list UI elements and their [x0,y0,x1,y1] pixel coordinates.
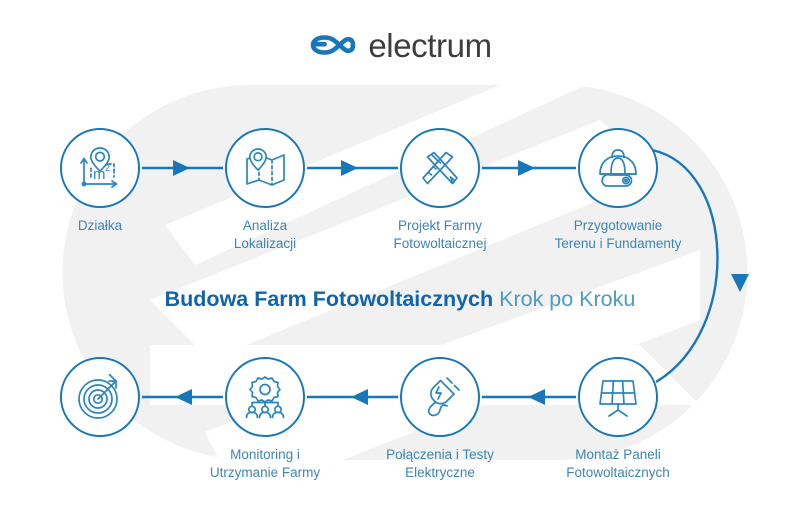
svg-text:2: 2 [105,163,110,173]
step-node-przygotowanie-terenu[interactable]: Przygotowanie Terenu i Fundamenty [538,128,698,253]
step-label-7: Monitoring i Utrzymanie Farmy [209,447,321,480]
page-title-light: Krok po Kroku [493,287,636,311]
step-circle-4[interactable] [578,128,658,208]
step-label-6: Połączenia i Testy Elektryczne [386,447,494,480]
step-node-projekt-farmy[interactable]: Projekt Farmy Fotowoltaicznej [360,128,520,253]
arrowhead-5-to-6 [528,389,545,405]
arrowhead-1-to-2 [173,160,190,176]
step-label-4: Przygotowanie Terenu i Fundamenty [554,218,682,251]
page-title-bold: Budowa Farm Fotowoltaicznych [164,287,494,311]
pencil-ruler-icon [422,151,458,185]
step-circle-1[interactable]: m 2 [60,128,140,208]
svg-text:m: m [93,166,106,183]
arrowhead-4-to-5 [731,274,749,292]
solar-panel-icon [599,380,637,417]
step-node-cel[interactable] [20,357,180,446]
step-circle-2[interactable] [225,128,305,208]
step-label-1: Działka [77,218,123,233]
hard-hat-tape-measure-icon [599,149,637,187]
step-label-5: Montaż Paneli Fotowoltaicznych [566,447,670,480]
electrum-infinity-logo [311,35,356,55]
map-location-pin-icon [246,148,285,186]
step-node-analiza-lokalizacji[interactable]: Analiza Lokalizacji [185,128,345,253]
arrowhead-6-to-7 [351,389,368,405]
step-circle-8[interactable] [60,357,140,437]
step-circle-3[interactable] [400,128,480,208]
target-arrow-icon [78,373,118,419]
step-circle-6[interactable] [400,357,480,437]
area-square-meter-pin-icon: m 2 [80,147,118,188]
arrowhead-3-to-4 [518,160,535,176]
connector-4-to-5 [651,148,719,384]
step-node-dzialka[interactable]: m 2 Działka [20,128,180,235]
brand-wordmark: electrum [368,26,492,64]
step-node-polaczenia-testy[interactable]: Połączenia i Testy Elektryczne [360,357,520,482]
step-circle-7[interactable] [225,357,305,437]
step-label-3: Projekt Farmy Fotowoltaicznej [393,218,487,251]
arrowhead-7-to-8 [175,389,192,405]
electric-plug-icon [427,377,460,417]
brand-header: electrum [0,22,800,68]
step-node-montaz-paneli[interactable]: Montaż Paneli Fotowoltaicznych [538,357,698,482]
page-title: Budowa Farm Fotowoltaicznych Krok po Kro… [0,287,800,313]
step-node-monitoring-utrzymanie[interactable]: Monitoring i Utrzymanie Farmy [185,357,345,482]
gear-people-icon [245,376,285,419]
step-label-2: Analiza Lokalizacji [233,218,297,251]
step-circle-5[interactable] [578,357,658,437]
arrowhead-2-to-3 [341,160,358,176]
